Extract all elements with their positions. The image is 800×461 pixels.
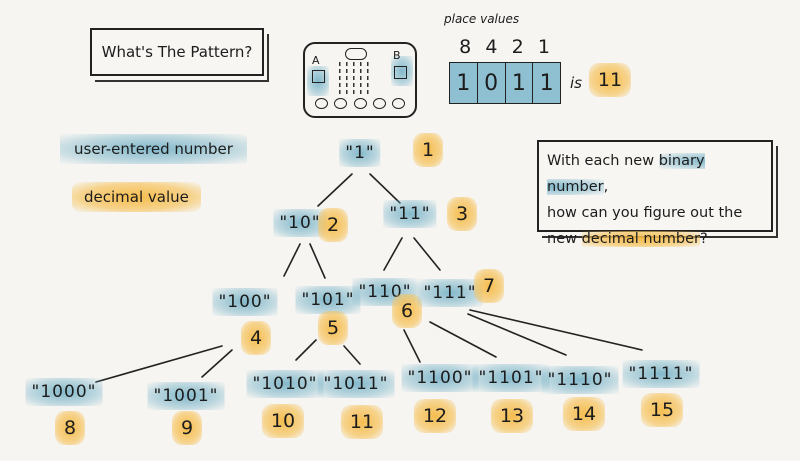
place-header: 2 [511, 36, 524, 58]
bit-cell: 0 [478, 63, 506, 103]
node-binary: "1111" [622, 360, 700, 388]
node-binary: "1100" [401, 364, 479, 392]
node-binary: "1101" [472, 364, 550, 392]
node-binary: "1001" [147, 382, 225, 410]
button-a [312, 70, 325, 83]
microbit-icon: A B [303, 42, 417, 118]
question-box: With each new binary number, how can you… [537, 140, 773, 247]
node-binary: "101" [295, 286, 361, 314]
node-decimal: 8 [54, 411, 86, 445]
bit-cell: 1 [450, 63, 478, 103]
decimal-highlight: decimal number [581, 231, 700, 247]
node-binary: "100" [212, 288, 278, 316]
button-a-label: A [312, 54, 320, 67]
place-header: 1 [537, 36, 550, 58]
is-label: is [570, 74, 582, 92]
title-text: What's The Pattern? [101, 43, 253, 61]
node-decimal: 10 [261, 404, 305, 438]
place-values-label: place values [444, 12, 520, 26]
edge [383, 237, 403, 271]
node-decimal: 2 [317, 208, 349, 242]
node-decimal: 15 [640, 393, 684, 427]
edge [467, 313, 567, 356]
edge [309, 243, 326, 279]
node-binary: "11" [383, 200, 437, 228]
node-binary: "1" [339, 139, 381, 167]
node-binary: "10" [273, 209, 327, 237]
node-decimal: 1 [412, 133, 444, 167]
button-b-label: B [393, 49, 401, 62]
edge [295, 339, 317, 361]
legend-decimal: decimal value [72, 182, 201, 212]
bit-cell: 1 [539, 70, 554, 96]
bit-boxes: 1 0 1 1 [449, 62, 561, 104]
node-decimal: 7 [473, 269, 505, 303]
node-decimal: 9 [171, 411, 203, 445]
place-header: 4 [485, 36, 498, 58]
node-decimal: 4 [240, 321, 272, 355]
edge [343, 345, 361, 365]
question-text: ? [699, 231, 708, 247]
question-text: how can you figure out the [547, 205, 743, 221]
edge [201, 349, 233, 378]
edge [469, 309, 643, 351]
node-binary: "1000" [25, 378, 103, 406]
node-decimal: 6 [391, 294, 423, 328]
node-binary: "1011" [317, 370, 395, 398]
place-header: 8 [459, 36, 472, 58]
question-text: With each new [547, 153, 659, 169]
legend-decimal-text: decimal value [84, 188, 189, 206]
node-decimal: 11 [340, 405, 384, 439]
edge [429, 321, 497, 358]
led-grid [339, 62, 373, 94]
node-decimal: 12 [413, 399, 457, 433]
node-decimal: 14 [562, 397, 606, 431]
edge [95, 345, 223, 383]
place-value-result: 11 [588, 63, 632, 97]
node-decimal: 13 [490, 399, 534, 433]
legend-binary-text: user-entered number [74, 140, 233, 158]
edge [283, 243, 301, 277]
question-text: new [547, 231, 582, 247]
edge [369, 173, 401, 204]
edge [403, 329, 421, 363]
node-binary: "1110" [541, 366, 619, 394]
legend-binary: user-entered number [60, 134, 247, 164]
node-decimal: 3 [446, 197, 478, 231]
node-binary: "111" [417, 279, 483, 307]
title-box: What's The Pattern? [90, 28, 264, 76]
place-value-headers: 8 4 2 1 [452, 36, 557, 58]
bit-cell: 1 [506, 63, 534, 103]
node-binary: "1010" [246, 370, 324, 398]
question-text: , [603, 179, 609, 195]
button-b [394, 66, 407, 79]
node-decimal: 5 [317, 311, 349, 345]
edge [317, 173, 353, 207]
edge [413, 237, 441, 271]
pins [315, 98, 405, 110]
